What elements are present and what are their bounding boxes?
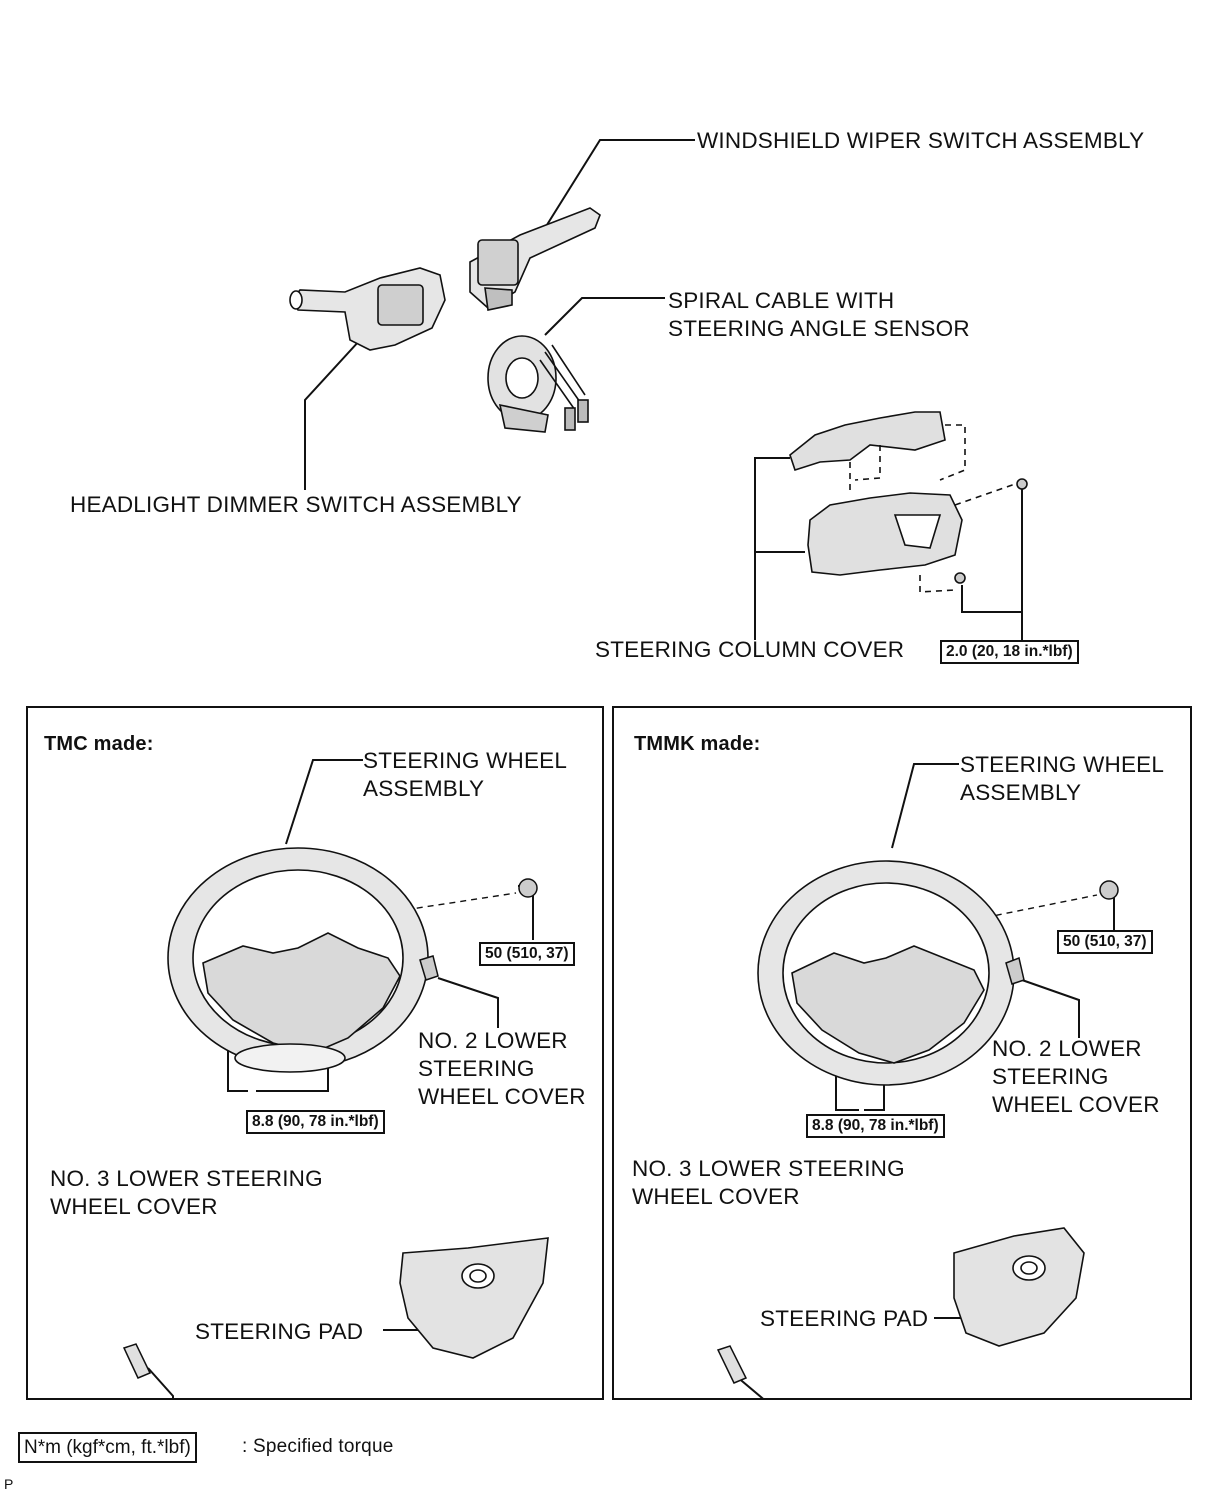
steering-wheel-icon	[757, 860, 1015, 1086]
torque-legend-text: : Specified torque	[242, 1436, 394, 1457]
tmc-screw-torque-badge: 8.8 (90, 78 in.*lbf)	[246, 1110, 385, 1134]
leader-column	[754, 457, 790, 640]
tmmk-heading: TMMK made:	[634, 733, 761, 755]
tmmk-wheel-label-line2: ASSEMBLY	[960, 780, 1082, 805]
tmmk-no3-label-line1: NO. 3 LOWER STEERING	[632, 1156, 905, 1181]
steering-pad-icon	[399, 1237, 549, 1359]
torque-legend-box: N*m (kgf*cm, ft.*lbf)	[18, 1432, 197, 1463]
tmmk-no3-label-line2: WHEEL COVER	[632, 1184, 800, 1209]
panel-tmmk: TMMK made: STEERING WHEEL ASSEMBLY 50 (5…	[612, 706, 1192, 1400]
leader-wiper	[544, 139, 695, 229]
spiral-cable-icon	[487, 335, 589, 433]
wiper-switch-label: WINDSHIELD WIPER SWITCH ASSEMBLY	[697, 128, 1145, 153]
wiper-switch-icon	[469, 207, 601, 311]
tmmk-no2-label-line1: NO. 2 LOWER	[992, 1036, 1142, 1061]
leader-headlight	[304, 339, 361, 490]
tmmk-pad-label: STEERING PAD	[760, 1306, 929, 1331]
corner-mark: P	[4, 1476, 14, 1492]
panel-tmc: TMC made: STEERING WHEEL ASSEMBLY 50 (51…	[26, 706, 604, 1400]
tmc-no2-label-line2: STEERING	[418, 1056, 535, 1081]
column-cover-icon	[789, 411, 1028, 593]
tmc-no3-label-line1: NO. 3 LOWER STEERING	[50, 1166, 323, 1191]
tmc-heading: TMC made:	[44, 733, 154, 755]
leader-spiral	[544, 297, 665, 336]
tmmk-wheel-label-line1: STEERING WHEEL	[960, 752, 1165, 777]
tmmk-no2-label-line3: WHEEL COVER	[992, 1092, 1160, 1117]
tmc-no2-label-line1: NO. 2 LOWER	[418, 1028, 568, 1053]
tmc-no2-label-line3: WHEEL COVER	[418, 1084, 586, 1109]
headlight-switch-icon	[289, 267, 446, 351]
tmc-pad-label: STEERING PAD	[195, 1319, 364, 1344]
steering-wheel-icon	[167, 847, 429, 1073]
tmc-no3-label-line2: WHEEL COVER	[50, 1194, 218, 1219]
tmc-drawing	[122, 759, 549, 1398]
column-torque-badge: 2.0 (20, 18 in.*lbf)	[940, 640, 1079, 664]
spiral-cable-label-line2: STEERING ANGLE SENSOR	[668, 316, 970, 341]
tmmk-no2-label-line2: STEERING	[992, 1064, 1109, 1089]
tmmk-screw-torque-badge: 8.8 (90, 78 in.*lbf)	[806, 1114, 945, 1138]
spiral-cable-label-line1: SPIRAL CABLE WITH	[668, 288, 895, 313]
tmc-wheel-label-line1: STEERING WHEEL	[363, 748, 568, 773]
tmmk-nut-torque-badge: 50 (510, 37)	[1057, 930, 1153, 954]
headlight-switch-label: HEADLIGHT DIMMER SWITCH ASSEMBLY	[70, 492, 522, 517]
tmmk-drawing	[716, 763, 1119, 1398]
column-cover-label: STEERING COLUMN COVER	[595, 637, 905, 662]
tmc-nut-torque-badge: 50 (510, 37)	[479, 942, 575, 966]
steering-pad-icon	[953, 1227, 1085, 1347]
tmc-wheel-label-line2: ASSEMBLY	[363, 776, 485, 801]
